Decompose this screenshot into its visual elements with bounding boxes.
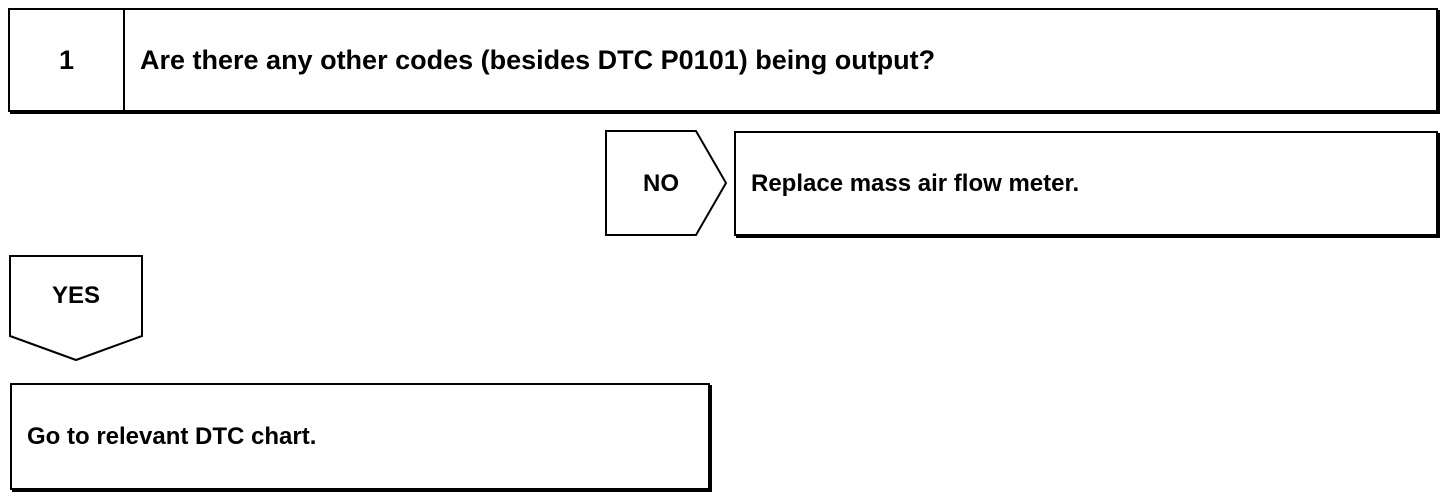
step-question: Are there any other codes (besides DTC P… <box>140 44 936 75</box>
no-result-box: Replace mass air flow meter. <box>734 131 1438 236</box>
no-branch-label: NO <box>643 169 679 197</box>
yes-result-box: Go to relevant DTC chart. <box>10 383 710 490</box>
yes-branch-label: YES <box>51 282 101 309</box>
step-box: 1 Are there any other codes (besides DTC… <box>8 8 1438 112</box>
no-arrow-icon <box>605 130 728 236</box>
no-result-text: Replace mass air flow meter. <box>751 169 1080 197</box>
yes-arrow-icon <box>9 255 143 362</box>
yes-result-text: Go to relevant DTC chart. <box>27 422 317 450</box>
step-number: 1 <box>10 10 125 110</box>
